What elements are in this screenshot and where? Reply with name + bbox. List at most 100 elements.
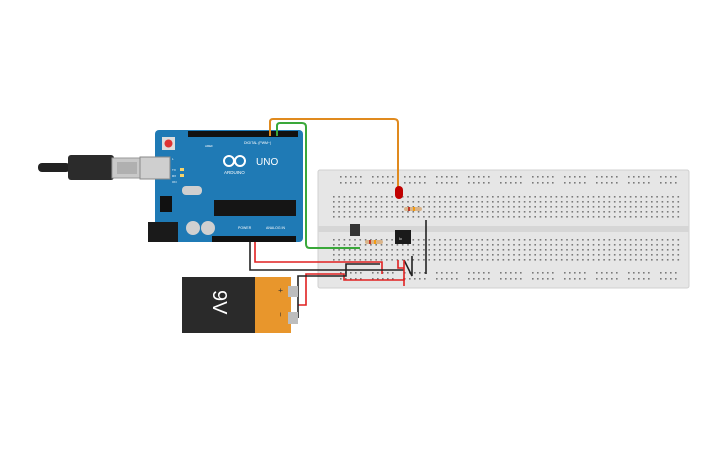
wire-green[interactable] — [276, 122, 360, 249]
breadboard-hole — [518, 201, 521, 203]
breadboard-hole — [534, 211, 536, 213]
breadboard-hole — [476, 249, 478, 251]
breadboard-hole — [433, 244, 436, 246]
breadboard-hole — [550, 249, 552, 251]
digital-pins-label: DIGITAL (PWM~) — [244, 141, 271, 145]
breadboard-hole — [492, 211, 494, 213]
resistor-2[interactable] — [365, 240, 383, 244]
breadboard-hole — [611, 182, 613, 184]
breadboard-hole — [348, 259, 351, 261]
power-pins-label: POWER — [238, 226, 252, 230]
breadboard-hole — [638, 278, 640, 280]
breadboard-hole — [569, 176, 571, 178]
usb-cable[interactable] — [38, 155, 143, 180]
breadboard-hole — [550, 206, 552, 208]
breadboard-hole — [359, 259, 362, 261]
breadboard-hole — [582, 249, 584, 251]
breadboard-hole — [651, 201, 653, 203]
breadboard-hole — [619, 211, 621, 213]
breadboard-hole — [576, 196, 579, 198]
arduino-uno-board[interactable]: UNO ARDUINO DIGITAL (PWM~) POWER ANALOG … — [139, 130, 303, 242]
breadboard-hole — [419, 182, 421, 184]
breadboard-hole — [433, 239, 436, 241]
breadboard-hole — [564, 272, 566, 274]
breadboard-hole — [439, 201, 441, 203]
breadboard-hole — [592, 254, 595, 256]
breadboard-hole — [534, 239, 536, 241]
breadboard-hole — [656, 239, 658, 241]
breadboard-hole — [424, 278, 426, 280]
breadboard-hole — [507, 201, 510, 203]
breadboard-hole — [433, 211, 436, 213]
breadboard-hole — [582, 216, 584, 218]
resistor-1[interactable] — [404, 207, 422, 211]
breadboard-hole — [619, 216, 621, 218]
breadboard-hole — [571, 259, 574, 261]
breadboard-hole — [497, 259, 499, 261]
atmega-chip — [214, 200, 296, 216]
breadboard-hole — [534, 259, 536, 261]
breadboard-hole — [401, 249, 404, 251]
breadboard-hole — [613, 211, 616, 213]
breadboard-hole — [587, 239, 589, 241]
breadboard-hole — [640, 211, 642, 213]
breadboard-hole — [665, 272, 667, 274]
breadboard-hole — [417, 244, 420, 246]
breadboard-hole — [468, 176, 470, 178]
breadboard-hole — [513, 216, 515, 218]
breadboard-hole — [439, 249, 441, 251]
breadboard-hole — [433, 196, 436, 198]
breadboard-hole — [473, 182, 475, 184]
breadboard-hole — [513, 239, 515, 241]
breadboard-hole — [518, 259, 521, 261]
breadboard-hole — [619, 259, 621, 261]
breadboard-hole — [608, 239, 611, 241]
breadboard-hole — [672, 249, 674, 251]
wire-red-1[interactable] — [254, 242, 404, 274]
breadboard-hole — [454, 211, 457, 213]
breadboard-hole — [598, 196, 600, 198]
breadboard-hole — [470, 249, 473, 251]
breadboard-hole — [648, 182, 650, 184]
breadboard-hole — [587, 249, 589, 251]
battery-9v[interactable]: 9V + − — [182, 277, 298, 333]
breadboard-hole — [640, 254, 642, 256]
breadboard-hole — [340, 176, 342, 178]
breadboard-hole — [476, 244, 478, 246]
breadboard-hole — [396, 249, 399, 251]
breadboard-hole — [576, 249, 579, 251]
breadboard-hole — [412, 249, 415, 251]
l-label: L — [172, 157, 174, 161]
ic-sensor[interactable]: Ic — [395, 230, 411, 244]
breadboard-hole — [391, 244, 393, 246]
wire-black-1[interactable] — [249, 242, 413, 277]
breadboard-hole — [396, 211, 399, 213]
breadboard-hole — [672, 244, 674, 246]
breadboard-hole — [370, 216, 372, 218]
breadboard-hole — [513, 249, 515, 251]
breadboard-hole — [608, 201, 611, 203]
breadboard-hole — [502, 216, 505, 218]
breadboard-hole — [441, 182, 443, 184]
voltage-regulator — [160, 196, 172, 212]
breadboard-hole — [672, 206, 674, 208]
wires[interactable] — [249, 118, 427, 318]
led[interactable] — [395, 186, 403, 199]
breadboard-hole — [502, 201, 505, 203]
breadboard-hole — [414, 272, 416, 274]
breadboard-hole — [428, 244, 430, 246]
breadboard-hole — [359, 201, 362, 203]
breadboard-hole — [677, 206, 680, 208]
breadboard-hole — [486, 201, 489, 203]
breadboard-hole — [343, 196, 346, 198]
breadboard[interactable] — [317, 169, 690, 289]
breadboard-hole — [439, 244, 441, 246]
usb-cable-tail — [38, 163, 70, 172]
breadboard-hole — [670, 182, 672, 184]
pushbutton[interactable] — [350, 224, 360, 236]
breadboard-hole — [433, 249, 436, 251]
wire-orange[interactable] — [269, 118, 399, 190]
breadboard-hole — [606, 272, 608, 274]
breadboard-hole — [552, 272, 554, 274]
